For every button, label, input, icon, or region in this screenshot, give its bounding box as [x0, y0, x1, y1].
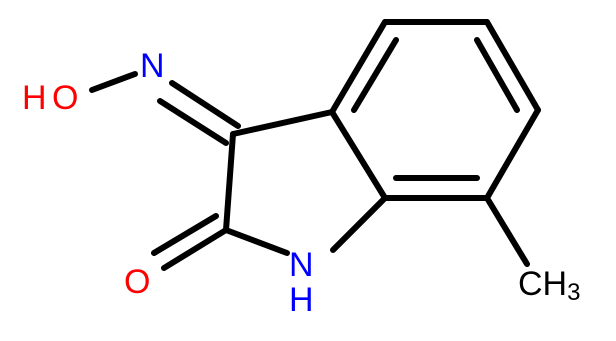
methyl-ch-text: CH [518, 265, 567, 303]
imine-n-label: N [140, 47, 165, 85]
bond-c3-c2 [223, 131, 236, 233]
atom-labels: H O N O N H CH3 [22, 47, 580, 319]
bond-c2-o [161, 227, 229, 271]
bond-n1-c7a [330, 195, 388, 253]
ring-h-label: H [289, 281, 314, 319]
bond-c5-c6-inner [474, 37, 520, 113]
bonds [89, 19, 541, 271]
bond-c6-c7 [484, 107, 541, 201]
methyl-subscript: 3 [567, 279, 580, 306]
bond-n-c3 [169, 80, 241, 129]
ring-n-label: N [289, 246, 314, 284]
bond-c2-o-second [151, 213, 219, 256]
carbonyl-o-label: O [124, 263, 150, 301]
methyl-label: CH3 [518, 265, 580, 306]
bond-c7-methyl [484, 195, 530, 267]
bond-c3-c3a [230, 109, 335, 137]
bond-c2-n1 [223, 227, 290, 256]
bond-o-n [89, 71, 138, 93]
bond-c3a-c4-inner [351, 37, 399, 113]
bond-c5-c6 [484, 19, 541, 113]
hydroxyl-h-label: H [22, 79, 47, 117]
bond-n-c3-second [157, 98, 229, 146]
bond-c3a-c4 [329, 19, 388, 115]
bond-c7a-c3a [329, 109, 388, 201]
hydroxyl-o-label: O [52, 79, 78, 117]
